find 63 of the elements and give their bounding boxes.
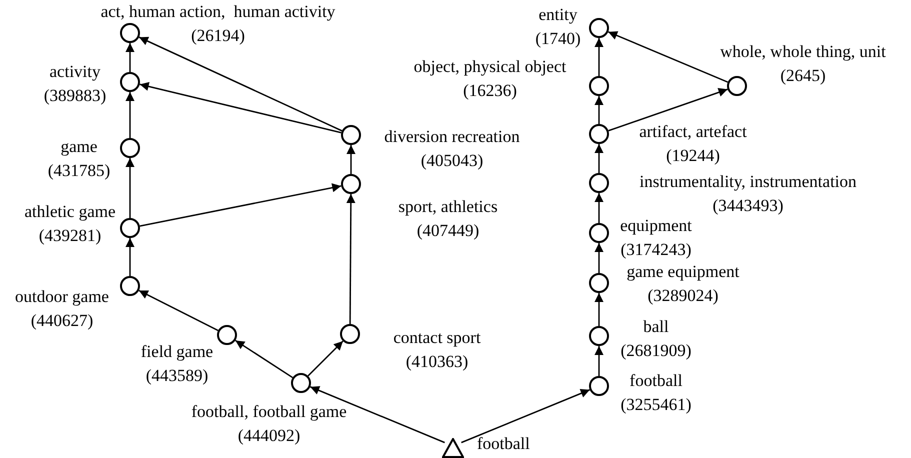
node-label: (2645)	[780, 65, 826, 87]
node-label: (443589)	[146, 365, 208, 387]
node-label: football	[477, 433, 530, 455]
arrow	[140, 82, 342, 134]
node-label: act, human action, human activity	[100, 1, 336, 23]
node-label: football, football game	[191, 401, 347, 423]
arrow	[594, 38, 604, 76]
arrow	[140, 183, 342, 227]
arrow	[126, 238, 134, 276]
node-label: sport, athletics	[398, 196, 498, 218]
arrow	[346, 194, 356, 324]
node-label: (405043)	[420, 150, 484, 172]
arrow	[594, 243, 604, 273]
arrow	[346, 145, 356, 174]
node-label: contact sport	[393, 327, 481, 349]
arrow	[138, 290, 218, 332]
node-label: football	[630, 370, 682, 392]
arrow	[235, 340, 293, 378]
node-label: (410363)	[406, 351, 468, 373]
arrow	[594, 193, 604, 223]
node-label: game	[60, 136, 98, 158]
node-label: ball	[643, 316, 669, 338]
node-label: activity	[50, 61, 100, 83]
node-label: (3255461)	[620, 394, 692, 416]
node-label: whole, whole thing, unit	[720, 41, 886, 63]
node-label: (3443493)	[712, 195, 784, 217]
arrow	[608, 88, 728, 132]
arrow	[594, 144, 604, 173]
arrow	[126, 43, 134, 72]
node-label: game equipment	[626, 261, 740, 283]
node-label: athletic game	[24, 201, 116, 223]
node-label: (3289024)	[648, 285, 718, 307]
node-label: field game	[140, 341, 214, 363]
node-label: (2681909)	[620, 340, 692, 362]
node-triangle	[442, 438, 464, 458]
node-label: diversion recreation	[384, 126, 520, 148]
node-label: (440627)	[30, 310, 94, 332]
node-label: entity	[538, 4, 578, 26]
node-label: artifact, artefact	[639, 121, 747, 143]
node-label: (26194)	[191, 25, 245, 47]
arrow	[461, 389, 590, 444]
node-label: (3174243)	[620, 239, 692, 261]
node-label: object, physical object	[414, 56, 566, 78]
arrow	[310, 386, 445, 444]
node-label: (389883)	[44, 85, 106, 107]
node-label: outdoor game	[15, 286, 109, 308]
arrow	[126, 158, 134, 218]
arrow	[594, 293, 604, 326]
node-label: (431785)	[48, 160, 110, 182]
node-label: (1740)	[535, 28, 581, 50]
arrow	[594, 346, 604, 376]
node-label: instrumentality, instrumentation	[639, 171, 857, 193]
arrow	[126, 92, 134, 138]
node-label: (407449)	[416, 220, 480, 242]
arrow	[308, 340, 344, 376]
arrow	[594, 96, 604, 124]
node-label: (444092)	[238, 425, 300, 447]
node-label: (16236)	[463, 80, 517, 102]
node-label: (19244)	[666, 145, 720, 167]
arrow	[138, 36, 342, 132]
node-label: equipment	[620, 215, 692, 237]
node-label: (439281)	[38, 225, 102, 247]
arrow	[608, 31, 728, 83]
